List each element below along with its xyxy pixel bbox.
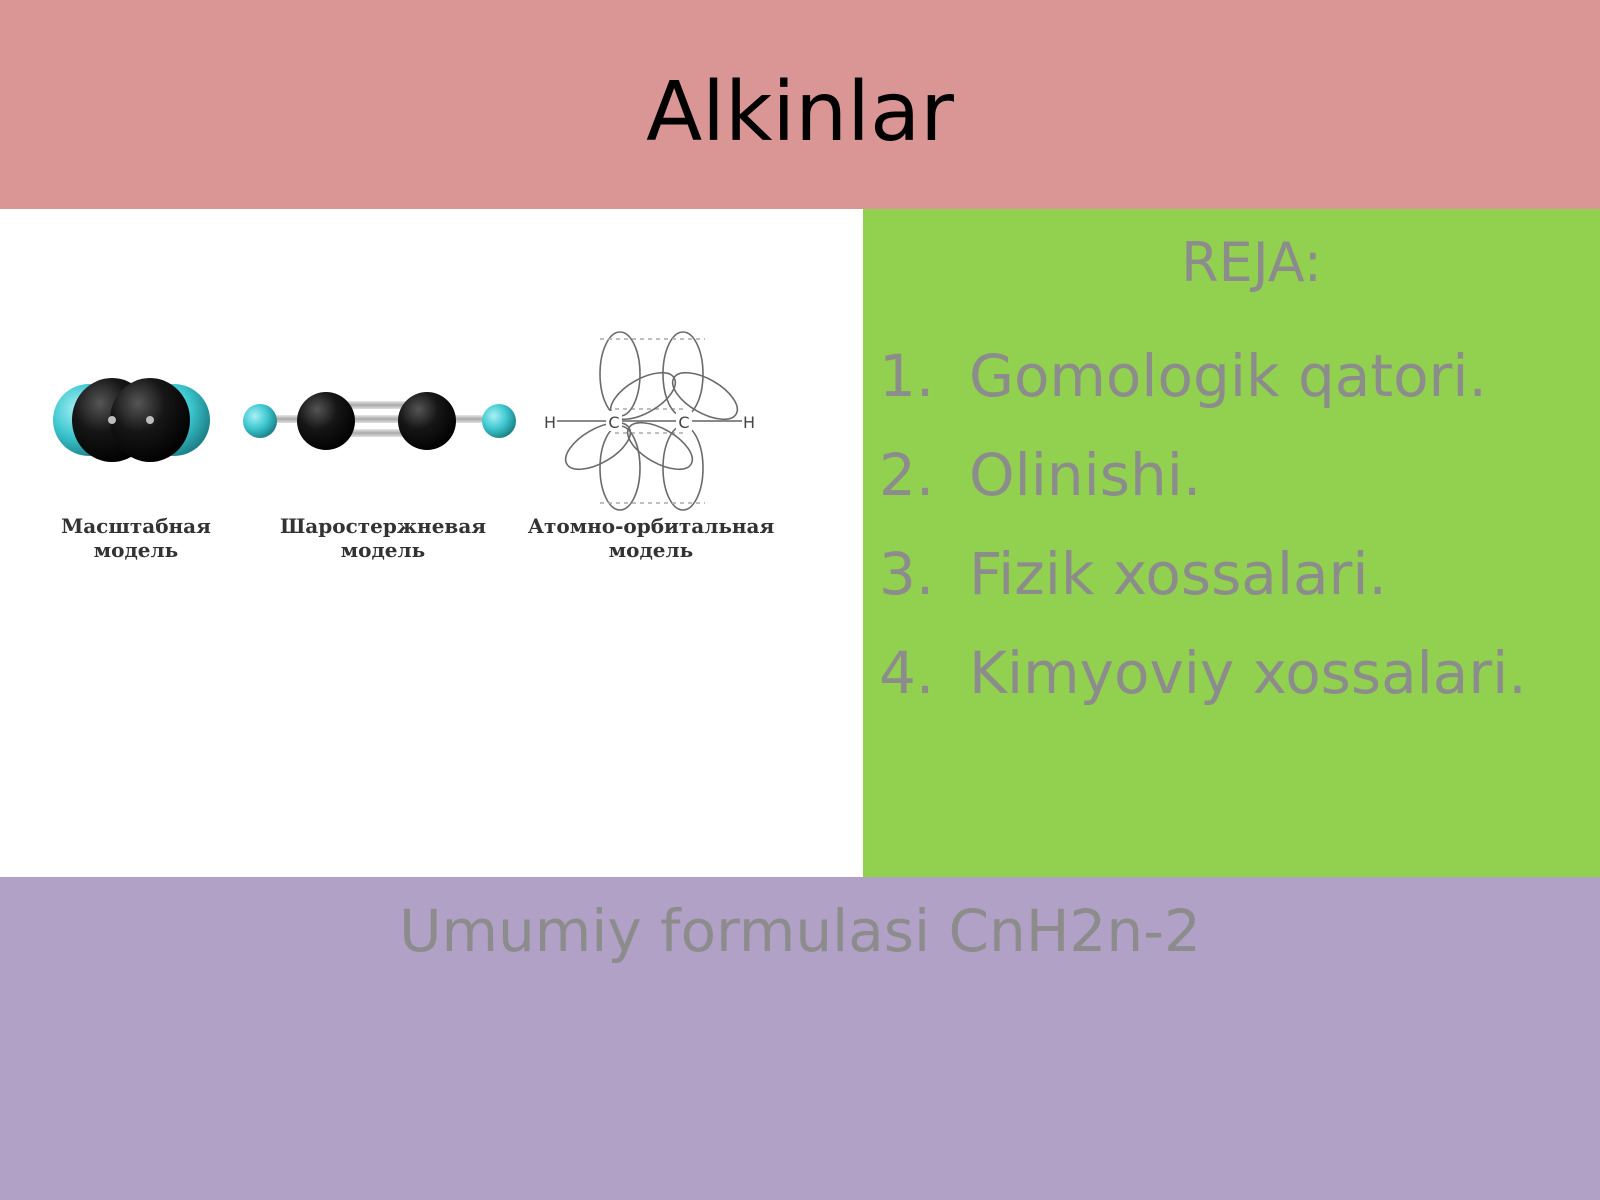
caption-ball-stick-line2: модель: [341, 538, 425, 562]
plan-panel: REJA: 1. Gomologik qatori. 2. Olinishi. …: [863, 209, 1600, 877]
space-filling-model: [53, 378, 210, 462]
ball-and-stick-model: [243, 392, 516, 450]
atom-label-c-right: C: [678, 413, 689, 432]
plan-item: 4. Kimyoviy xossalari.: [879, 624, 1527, 723]
plan-item-number: 3.: [879, 540, 935, 608]
footer-band: Umumiy formulasi CnH2n-2: [0, 877, 1600, 1200]
plan-heading: REJA:: [1181, 231, 1322, 294]
acetylene-models-figure: H C C H Масштабная модель Шаростержневая…: [53, 331, 775, 562]
atomic-orbital-model: [555, 331, 750, 511]
caption-ball-stick-line1: Шаростержневая: [280, 514, 486, 538]
atom-label-h-right: H: [743, 413, 755, 432]
caption-orbital-line2: модель: [609, 538, 693, 562]
plan-item: 2. Olinishi.: [879, 426, 1527, 525]
hydrogen-atom: [482, 404, 516, 438]
plan-item-number: 4.: [879, 639, 935, 707]
title-band: Alkinlar: [0, 0, 1600, 209]
plan-item-number: 2.: [879, 441, 935, 509]
caption-space-filling-line2: модель: [94, 538, 178, 562]
atom-label-c-left: C: [608, 413, 619, 432]
image-panel: H C C H Масштабная модель Шаростержневая…: [0, 209, 863, 877]
plan-item: 3. Fizik xossalari.: [879, 525, 1527, 624]
carbon-atom: [398, 392, 456, 450]
plan-item: 1. Gomologik qatori.: [879, 327, 1527, 426]
hydrogen-atom: [243, 404, 277, 438]
plan-item-text: Gomologik qatori.: [969, 342, 1487, 410]
caption-orbital-line1: Атомно-орбитальная: [528, 514, 775, 538]
plan-item-text: Olinishi.: [969, 441, 1202, 509]
carbon-atom: [297, 392, 355, 450]
atom-label-h-left: H: [544, 413, 556, 432]
caption-space-filling-line1: Масштабная: [61, 514, 211, 538]
plan-list: 1. Gomologik qatori. 2. Olinishi. 3. Fiz…: [879, 327, 1527, 723]
slide-title: Alkinlar: [646, 65, 954, 160]
general-formula-text: Umumiy formulasi CnH2n-2: [399, 897, 1201, 965]
plan-item-text: Fizik xossalari.: [969, 540, 1387, 608]
plan-item-number: 1.: [879, 342, 935, 410]
plan-item-text: Kimyoviy xossalari.: [969, 639, 1527, 707]
